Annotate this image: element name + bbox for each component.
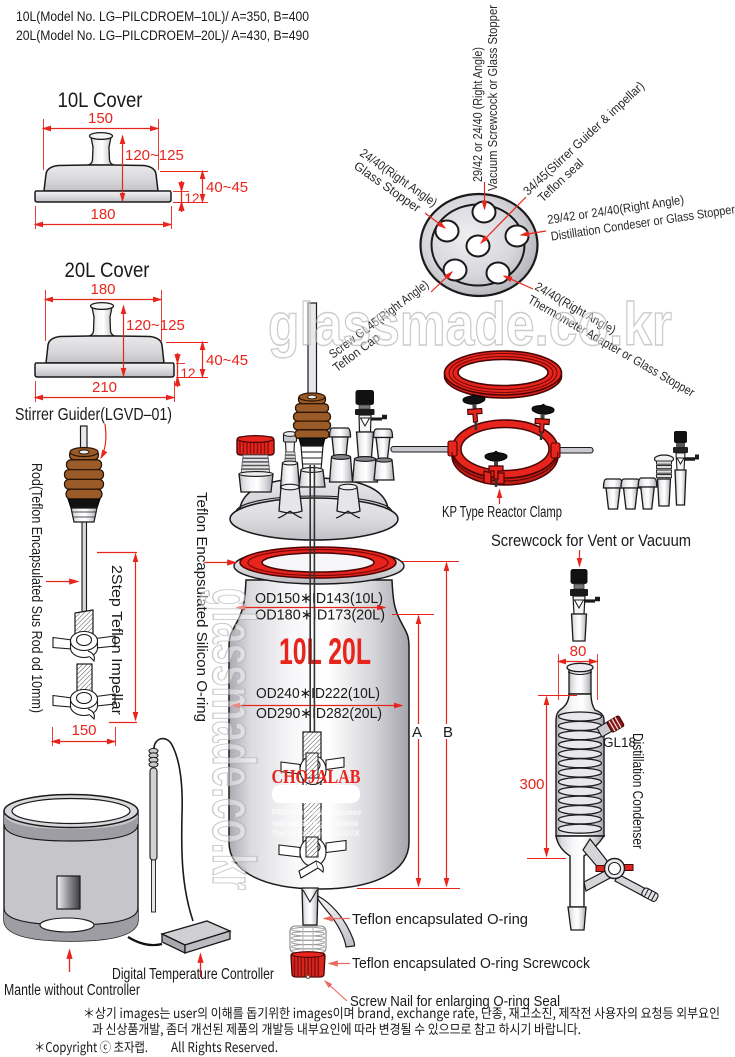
svg-text:CHOJALAB: CHOJALAB	[272, 767, 361, 788]
svg-text:10L Cover: 10L Cover	[58, 89, 143, 112]
svg-text:29/42 or 24/40 (Right Angle): 29/42 or 24/40 (Right Angle)	[471, 47, 485, 182]
svg-text:KP Type Reactor Clamp: KP Type Reactor Clamp	[442, 504, 562, 521]
svg-text:Vacuum Screwcock or Glass Stop: Vacuum Screwcock or Glass Stopper	[486, 5, 500, 191]
svg-text:Mantle without Controller: Mantle without Controller	[4, 982, 140, 999]
svg-text:12: 12	[185, 191, 200, 206]
svg-text:20L Cover: 20L Cover	[65, 259, 150, 282]
svg-text:Thermal Exp. (a)=32.5x10-7/K: Thermal Exp. (a)=32.5x10-7/K	[272, 829, 361, 838]
svg-text:Teflon encapsulated O-ring: Teflon encapsulated O-ring	[352, 912, 528, 928]
svg-text:150: 150	[88, 110, 113, 127]
svg-text:Distillation Condenser: Distillation Condenser	[629, 733, 646, 849]
svg-text:Screw Nail for enlarging O-rin: Screw Nail for enlarging O-ring Seal	[350, 994, 560, 1010]
svg-text:150: 150	[71, 722, 96, 739]
svg-text:B: B	[443, 724, 453, 741]
svg-text:10L 20L: 10L 20L	[279, 631, 371, 672]
svg-text:40~45: 40~45	[206, 179, 248, 196]
svg-text:210: 210	[92, 379, 117, 396]
svg-text:20L(Model No. LG–PILCDROEM–20L: 20L(Model No. LG–PILCDROEM–20L)/ A=430, …	[16, 28, 309, 43]
svg-text:OD240∗ID222(10L): OD240∗ID222(10L)	[256, 685, 380, 702]
svg-text:OD150∗ID143(10L): OD150∗ID143(10L)	[255, 590, 383, 607]
svg-text:Stirrer Guider(LGVD–01): Stirrer Guider(LGVD–01)	[15, 404, 172, 424]
svg-text:Digital Temperature Controller: Digital Temperature Controller	[112, 966, 274, 983]
svg-text:Screwcock for Vent or Vacuum: Screwcock for Vent or Vacuum	[491, 531, 691, 550]
svg-text:12: 12	[181, 366, 196, 381]
svg-text:40~45: 40~45	[206, 352, 248, 369]
svg-text:Teflon Encapsulated Silicon O-: Teflon Encapsulated Silicon O-ring	[193, 492, 210, 722]
svg-text:OD290∗ID282(20L): OD290∗ID282(20L)	[256, 705, 382, 722]
svg-text:2Step Teflon Impellar: 2Step Teflon Impellar	[108, 565, 124, 715]
svg-text:10L(Model No. LG–PILCDROEM–10L: 10L(Model No. LG–PILCDROEM–10L)/ A=350, …	[16, 9, 309, 24]
svg-text:180: 180	[90, 281, 115, 298]
svg-text:Iwaki and Schott glass tube/ro: Iwaki and Schott glass tube/rod	[272, 819, 358, 828]
svg-text:Teflon encapsulated O-ring Scr: Teflon encapsulated O-ring Screwcock	[352, 956, 591, 972]
svg-text:300: 300	[519, 776, 544, 793]
svg-text:Rod(Teflon Encapsulated Sus Ro: Rod(Teflon Encapsulated Sus Rod od 10mm)	[28, 463, 44, 713]
svg-text:PIREX brand Chojalab Glassware: PIREX brand Chojalab Glassware	[272, 808, 361, 817]
svg-text:OD180∗ID173(20L): OD180∗ID173(20L)	[255, 607, 385, 624]
svg-text:80: 80	[570, 643, 587, 660]
svg-text:glassmade.co.kr: glassmade.co.kr	[268, 291, 672, 358]
svg-text:glassmade.co.kr: glassmade.co.kr	[200, 588, 267, 890]
svg-text:120~125: 120~125	[125, 147, 184, 164]
svg-text:A: A	[412, 724, 422, 741]
svg-text:GL18: GL18	[603, 735, 636, 750]
svg-text:120~125: 120~125	[126, 317, 185, 334]
svg-text:180: 180	[90, 206, 115, 223]
